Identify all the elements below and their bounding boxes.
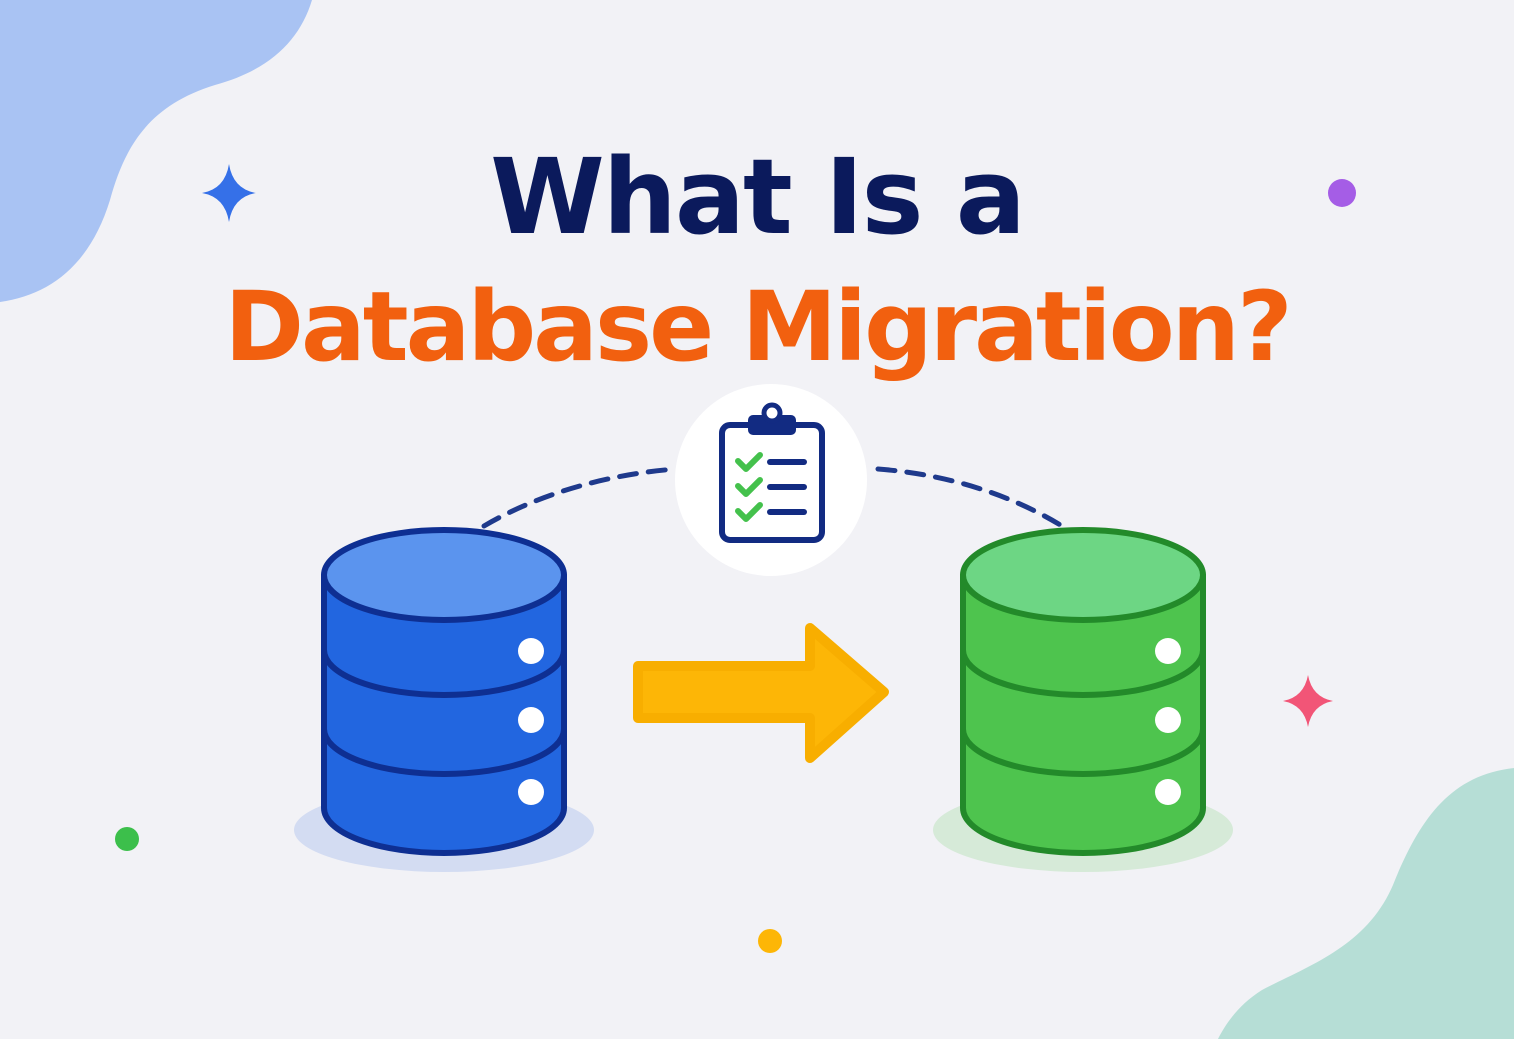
source-database-icon [294,527,594,872]
arrow-right-icon [633,623,889,763]
page-title-line-1: What Is a [490,136,1026,258]
sparkle-pink-icon [1283,675,1333,727]
page-title-line-2: Database Migration? [224,271,1292,383]
dot-orange-decoration [758,929,782,953]
dot-purple-decoration [1328,179,1356,207]
blob-top-left-decoration [0,0,312,302]
sparkle-blue-icon [202,164,256,222]
connector-dashed-right [875,466,1065,529]
migration-plan-badge [675,384,867,576]
dot-green-decoration [115,827,139,851]
blob-bottom-right-decoration [1218,768,1514,1039]
connector-dashed-left [481,466,679,529]
target-database-icon [933,527,1233,872]
clipboard-checklist-icon [719,402,825,543]
